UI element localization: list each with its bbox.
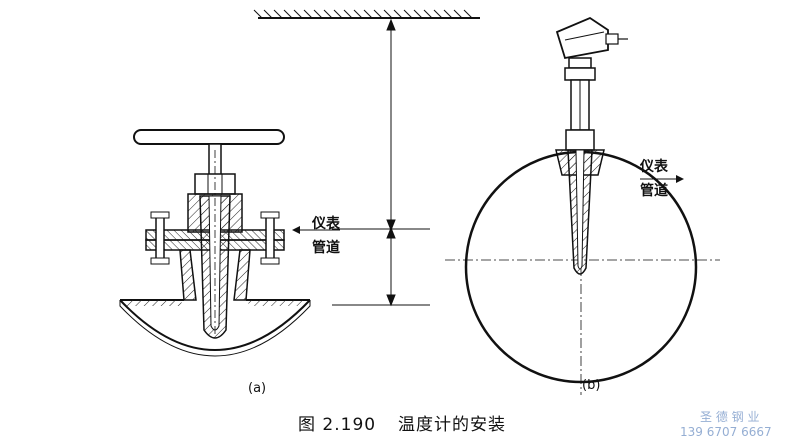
ceiling-reference <box>253 9 480 19</box>
watermark-phone: 139 6707 6667 <box>680 425 772 439</box>
panel-b-drawing <box>445 16 720 395</box>
figure-caption-number: 图 2.190 <box>298 415 377 435</box>
watermark-company: 圣 德 钢 业 <box>700 410 760 424</box>
panel-a-drawing <box>119 129 340 357</box>
panel-a-label: (a) <box>248 381 267 396</box>
panel-b-instrument-label: 仪表 <box>640 159 668 175</box>
panel-a-instrument-label: 仪表 <box>312 216 340 232</box>
panel-b-pipe-label: 管道 <box>640 183 668 199</box>
panel-a-pipe-label: 管道 <box>312 240 340 256</box>
figure-caption-title: 温度计的安装 <box>398 415 506 435</box>
panel-b-label: (b) <box>582 378 601 393</box>
dimension-line <box>332 18 430 307</box>
